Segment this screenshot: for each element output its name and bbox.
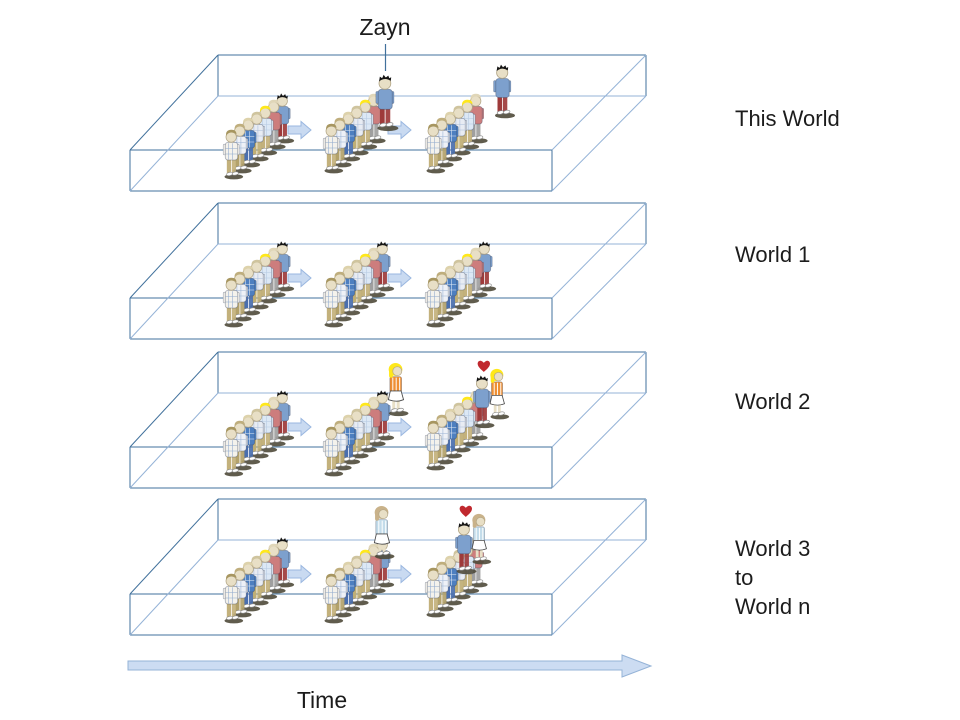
person-group-member — [339, 561, 361, 612]
time-arrow — [127, 654, 653, 678]
person-group-member — [222, 426, 244, 477]
slab-edge — [551, 539, 647, 636]
person-group-member — [231, 271, 252, 322]
world-label-this-world: This World — [735, 104, 840, 133]
forward-arrow-icon — [387, 120, 412, 140]
forward-arrow-icon — [387, 417, 412, 437]
forward-arrow-icon — [287, 564, 312, 584]
world-label-line: to — [735, 565, 754, 590]
person-group-member — [441, 265, 463, 316]
world-label-line: World 1 — [735, 242, 811, 267]
people-group — [322, 93, 386, 174]
person-group-member — [222, 277, 244, 328]
person-group-member — [365, 543, 386, 594]
world-label-world-1: World 1 — [735, 240, 810, 269]
people-group — [322, 241, 395, 328]
couple — [455, 505, 492, 575]
person-group-member — [373, 241, 395, 292]
people-group — [222, 93, 295, 180]
world-label-line: This World — [735, 106, 840, 131]
person-group-member — [424, 123, 446, 174]
slab-edge — [129, 539, 219, 636]
person-group-member — [322, 123, 344, 174]
people-group — [322, 390, 395, 477]
people-group — [424, 93, 488, 174]
person-girl-orange — [387, 362, 409, 417]
slab-edge — [129, 498, 219, 595]
slab-edge — [551, 95, 647, 192]
slab-edge — [129, 95, 219, 192]
person-group-member — [322, 573, 344, 624]
person-group-member — [424, 420, 446, 471]
slab-edge — [129, 392, 219, 489]
people-group — [322, 537, 395, 624]
world-label-world-3-to-n: World 3 to World n — [735, 534, 810, 621]
forward-arrow-icon — [387, 564, 412, 584]
couple — [473, 360, 510, 429]
person-group-member — [475, 241, 497, 292]
person-group-member — [322, 277, 344, 328]
world-slab-world-2 — [129, 351, 647, 489]
person-zayn-couple — [455, 521, 477, 575]
people-group — [424, 537, 488, 618]
forward-arrow-icon — [387, 268, 412, 288]
person-girl-blue — [373, 505, 395, 560]
person-group-member — [222, 129, 244, 180]
forward-arrow-icon — [287, 120, 312, 140]
slab-edge — [129, 243, 219, 340]
slab-edge — [129, 54, 219, 151]
slab-edge — [551, 392, 647, 489]
person-zayn-couple — [473, 375, 495, 429]
forward-arrow-icon — [287, 417, 312, 437]
person-zayn-apart — [493, 64, 515, 119]
time-axis-label: Time — [296, 687, 348, 713]
person-girl-couple — [471, 513, 492, 565]
person-group-member — [322, 426, 344, 477]
world-slab-world-3-to-n — [129, 498, 647, 636]
people-group — [222, 241, 295, 328]
world-label-line: World n — [735, 594, 811, 619]
slab-edge — [129, 351, 219, 448]
person-group-member — [356, 549, 378, 600]
person-group-member — [433, 117, 454, 168]
person-girl-couple — [489, 368, 510, 420]
person-group-member — [265, 247, 286, 298]
people-group — [222, 390, 295, 477]
slab-edge — [551, 351, 647, 448]
heart-icon — [477, 360, 491, 372]
person-group-member — [222, 573, 244, 624]
slab-edge — [551, 498, 647, 595]
slab-edge — [129, 202, 219, 299]
world-label-line: World 3 — [735, 536, 811, 561]
person-group-member — [458, 99, 480, 150]
person-group-member — [424, 277, 446, 328]
person-group-member — [441, 111, 463, 162]
people-group — [424, 241, 497, 328]
person-zayn-apart — [375, 74, 399, 132]
heart-icon — [459, 505, 473, 517]
person-group-member — [424, 567, 446, 618]
world-label-world-2: World 2 — [735, 387, 810, 416]
slab-edge — [551, 54, 647, 151]
world-label-line: World 2 — [735, 389, 811, 414]
forward-arrow-icon — [287, 268, 312, 288]
world-slab-this-world — [129, 54, 647, 192]
slab-edge — [551, 202, 647, 299]
slab-edge — [551, 243, 647, 340]
zayn-annotation-label: Zayn — [359, 14, 411, 40]
people-group — [222, 537, 295, 624]
